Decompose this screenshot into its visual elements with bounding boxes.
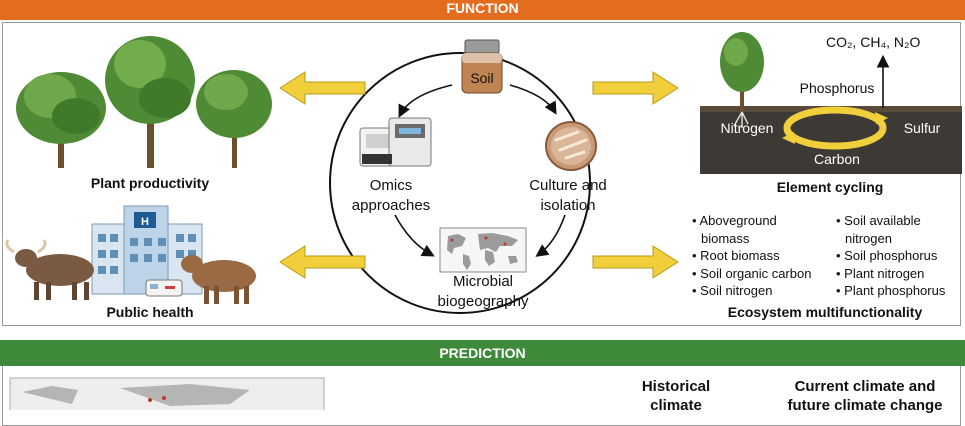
- cattle-right-illustration: [181, 255, 256, 304]
- list-item: • Root biomass: [692, 248, 780, 263]
- arrow-to-element-cycling: [592, 71, 679, 105]
- arrow-omics-to-biogeo: [394, 214, 435, 257]
- arrow-soil-to-culture: [509, 84, 557, 115]
- prediction-world-map: [9, 377, 325, 410]
- list-item: nitrogen: [845, 230, 892, 246]
- list-item: • Soil organic carbon: [692, 265, 812, 281]
- list-item: • Soil available: [836, 213, 921, 228]
- function-band: FUNCTION: [0, 0, 965, 20]
- public-health-label: Public health: [106, 304, 194, 320]
- list-item: • Aboveground: [692, 213, 777, 228]
- multifunctionality-title: Ecosystem multifunctionality: [727, 304, 923, 320]
- cycle-arrows-icon: [782, 106, 888, 150]
- multifunctionality-list-left: • Aboveground biomass • Root biomass • S…: [692, 212, 811, 300]
- petri-dish-icon: [545, 121, 597, 171]
- small-tree-illustration: [720, 32, 764, 128]
- arrow-soil-to-omics: [398, 84, 453, 118]
- list-item: • Soil phosphorus: [836, 248, 938, 263]
- sulfur-label: Sulfur: [903, 120, 941, 136]
- prediction-band: PREDICTION: [0, 340, 965, 366]
- central-circle: [329, 52, 591, 314]
- arrow-culture-to-biogeo: [535, 214, 566, 257]
- world-map-icon: [439, 227, 527, 273]
- nitrogen-label: Nitrogen: [720, 120, 774, 136]
- soil-label: Soil: [470, 70, 494, 86]
- soil-jar-icon: [461, 39, 503, 94]
- sequencer-icon: [359, 117, 432, 167]
- trees-illustration: [16, 36, 272, 168]
- arrow-to-multifunctionality: [592, 245, 679, 279]
- carbon-label: Carbon: [814, 151, 860, 167]
- plant-productivity-label: Plant productivity: [90, 175, 210, 191]
- list-item: • Soil nitrogen: [692, 283, 773, 298]
- list-item: biomass: [701, 230, 750, 246]
- arrow-to-public-health: [279, 245, 366, 279]
- element-cycling-label: Element cycling: [776, 179, 884, 195]
- list-item: • Plant phosphorus: [836, 283, 946, 298]
- cattle-left-illustration: [5, 239, 94, 300]
- gases-label: CO₂, CH₄, N₂O: [826, 34, 921, 50]
- svg-text:H: H: [141, 216, 149, 228]
- hospital-illustration: H: [91, 205, 203, 297]
- arrow-to-plant-productivity: [279, 71, 366, 105]
- diagram-graphics: H: [5, 32, 962, 410]
- multifunctionality-list-right: • Soil available nitrogen • Soil phospho…: [836, 212, 945, 300]
- phosphorus-label: Phosphorus: [799, 80, 875, 96]
- list-item: • Plant nitrogen: [836, 265, 925, 281]
